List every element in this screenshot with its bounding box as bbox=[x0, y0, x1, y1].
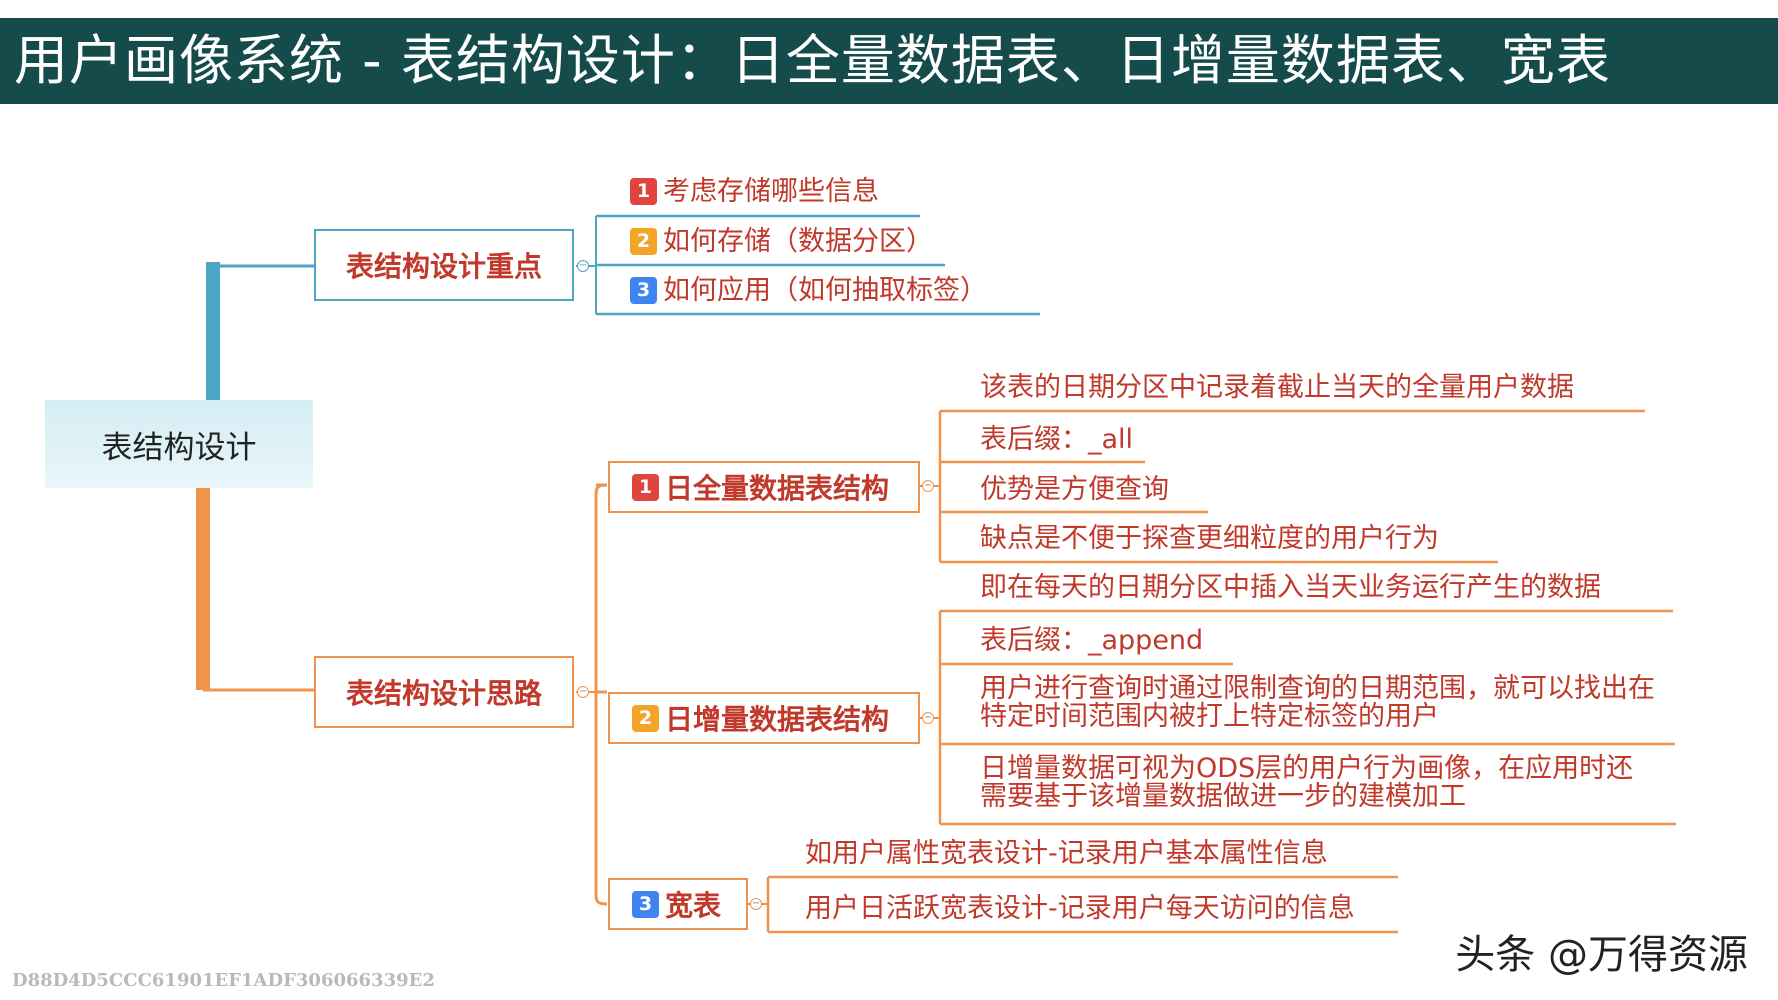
collapse-toggle-icon[interactable]: − bbox=[922, 480, 934, 492]
hash-code: D88D4D5CCC61901EF1ADF306066339E2 bbox=[12, 970, 435, 991]
incr-table-label: 日增量数据表结构 bbox=[665, 703, 890, 736]
priority-1-icon: 1 bbox=[630, 178, 657, 205]
full-table-item-1: 该表的日期分区中记录着截止当天的全量用户数据 bbox=[980, 372, 1574, 403]
page-title: 用户画像系统 - 表结构设计：日全量数据表、日增量数据表、宽表 bbox=[14, 29, 1611, 92]
watermark: 头条 @万得资源 bbox=[1455, 932, 1748, 978]
incr-table-item-1: 即在每天的日期分区中插入当天业务运行产生的数据 bbox=[980, 572, 1601, 603]
wide-table-node[interactable]: 3 宽表 bbox=[608, 878, 748, 930]
collapse-toggle-icon[interactable]: − bbox=[922, 712, 934, 724]
focus-item-text: 考虑存储哪些信息 bbox=[663, 176, 879, 207]
full-table-node[interactable]: 1 日全量数据表结构 bbox=[608, 461, 920, 513]
wide-table-label: 宽表 bbox=[665, 889, 722, 922]
focus-item-text: 如何应用（如何抽取标签） bbox=[663, 275, 987, 306]
branch-focus[interactable]: 表结构设计重点 bbox=[314, 229, 574, 301]
priority-2-icon: 2 bbox=[630, 228, 657, 255]
priority-3-icon: 3 bbox=[632, 890, 659, 918]
focus-item-1: 1 考虑存储哪些信息 bbox=[630, 176, 879, 207]
focus-item-3: 3 如何应用（如何抽取标签） bbox=[630, 275, 987, 306]
collapse-toggle-icon[interactable]: − bbox=[577, 260, 589, 272]
focus-item-text: 如何存储（数据分区） bbox=[663, 226, 933, 257]
incr-table-item-2: 表后缀：_append bbox=[980, 625, 1204, 656]
priority-2-icon: 2 bbox=[632, 704, 659, 732]
full-table-item-4: 缺点是不便于探查更细粒度的用户行为 bbox=[980, 523, 1439, 554]
branch-ideas[interactable]: 表结构设计思路 bbox=[314, 656, 574, 728]
incr-table-item-4: 日增量数据可视为ODS层的用户行为画像，在应用时还需要基于该增量数据做进一步的建… bbox=[980, 753, 1634, 812]
priority-3-icon: 3 bbox=[630, 277, 657, 304]
incr-table-item-3: 用户进行查询时通过限制查询的日期范围，就可以找出在特定时间范围内被打上特定标签的… bbox=[980, 673, 1655, 732]
root-node[interactable]: 表结构设计 bbox=[45, 400, 313, 488]
collapse-toggle-icon[interactable]: − bbox=[750, 898, 762, 910]
full-table-label: 日全量数据表结构 bbox=[665, 472, 890, 505]
focus-item-2: 2 如何存储（数据分区） bbox=[630, 226, 933, 257]
priority-1-icon: 1 bbox=[632, 473, 659, 501]
title-banner: 用户画像系统 - 表结构设计：日全量数据表、日增量数据表、宽表 bbox=[0, 18, 1778, 104]
wide-table-item-2: 用户日活跃宽表设计-记录用户每天访问的信息 bbox=[805, 893, 1355, 924]
incr-table-node[interactable]: 2 日增量数据表结构 bbox=[608, 692, 920, 744]
full-table-item-2: 表后缀：_all bbox=[980, 424, 1134, 455]
collapse-toggle-icon[interactable]: − bbox=[577, 686, 589, 698]
full-table-item-3: 优势是方便查询 bbox=[980, 474, 1169, 505]
wide-table-item-1: 如用户属性宽表设计-记录用户基本属性信息 bbox=[805, 838, 1328, 869]
